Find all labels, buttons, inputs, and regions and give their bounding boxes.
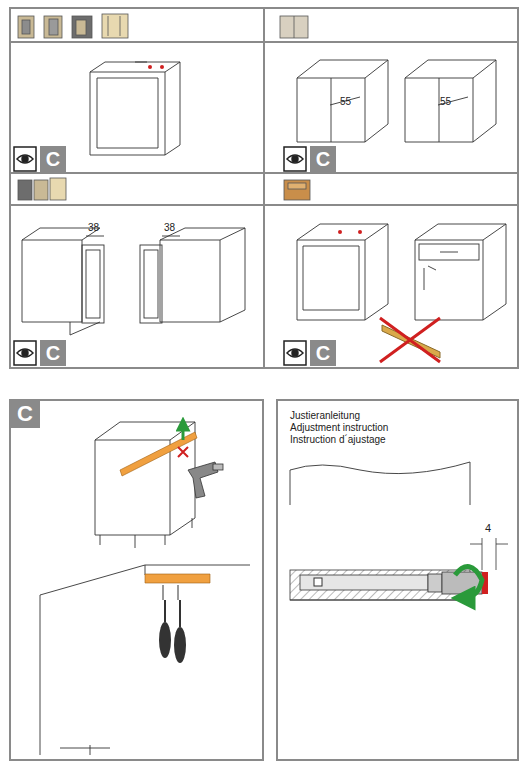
section-letter: C [316,343,330,363]
section-letter-box: C [40,146,66,172]
dimension-label: 55 [340,96,351,107]
section-letter-box: C [310,340,336,366]
heading-text: Adjustment instruction [290,422,388,433]
dimension-label: 38 [88,222,99,233]
section-letter: C [316,149,330,169]
dimension-label: 55 [440,96,451,107]
section-letter-box: C [10,400,40,428]
section-letter-box: C [40,340,66,366]
dimension-label: 38 [164,222,175,233]
dimension-label: 4 [485,522,491,534]
section-letter-box: C [310,146,336,172]
section-letter: C [46,343,60,363]
heading-text: Instruction d´ajustage [290,434,386,445]
section-letter: C [17,403,33,425]
heading-text: Justieranleitung [290,410,360,421]
section-letter: C [46,149,60,169]
